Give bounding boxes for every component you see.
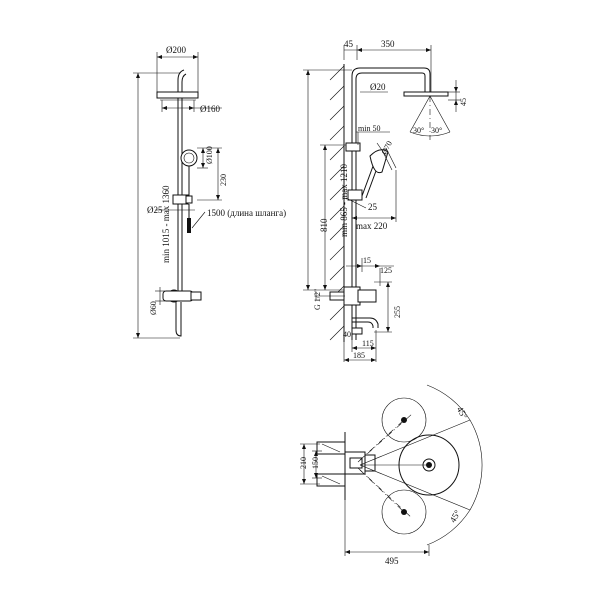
dim-min-50: min 50 (358, 124, 380, 133)
hand-shower (180, 149, 198, 167)
front-view: Ø200 Ø160 Ø100 230 Ø25 (133, 45, 286, 339)
dim-hand-length: 230 (219, 174, 228, 186)
dim-255: 255 (393, 306, 402, 318)
side-view: 45 350 Ø20 45 30° 30° min 50 Ø70 (303, 39, 468, 362)
dim-hose-length: 1500 (длина шланга) (207, 208, 286, 218)
dim-max-220: max 220 (356, 221, 388, 231)
dim-angle-top: 45° (455, 405, 470, 421)
dim-125: 125 (380, 266, 392, 275)
dim-40: 40 (343, 330, 351, 339)
dim-15: 15 (363, 256, 371, 265)
dim-hand-diameter: Ø100 (205, 146, 214, 164)
side-shower-head (403, 91, 449, 97)
dim-height-810: 810 (319, 218, 329, 232)
dim-hand-head-diameter: Ø70 (380, 139, 394, 155)
dim-holder-diameter: Ø25 (147, 205, 163, 215)
dim-handle-diameter: Ø60 (149, 301, 158, 315)
dim-210: 210 (299, 457, 308, 469)
dim-angle-bottom: 45° (448, 508, 463, 524)
dim-thread: G 1/2" (313, 289, 322, 310)
dim-arm-diameter: Ø20 (370, 82, 386, 92)
dim-top-offset: 45 (344, 39, 354, 49)
dim-front-height-range: min 1015 - max 1360 (161, 185, 171, 263)
dim-angle-25: 25 (368, 202, 378, 212)
dim-angle-right: 30° (431, 126, 442, 135)
dim-arm-length: 350 (381, 39, 395, 49)
dim-150: 150 (311, 457, 320, 469)
dim-side-height-range: min 865 - max 1210 (339, 164, 349, 237)
dim-495: 495 (385, 556, 399, 566)
top-view: 210 150 45° 45° (299, 384, 483, 566)
dim-head-diameter: Ø200 (166, 45, 186, 55)
dim-115: 115 (362, 339, 374, 348)
dim-head-inner-diameter: Ø160 (200, 104, 220, 114)
dim-185: 185 (353, 351, 365, 360)
shower-head (156, 91, 199, 99)
dim-angle-left: 30° (413, 126, 424, 135)
dim-head-height: 45 (459, 98, 468, 106)
